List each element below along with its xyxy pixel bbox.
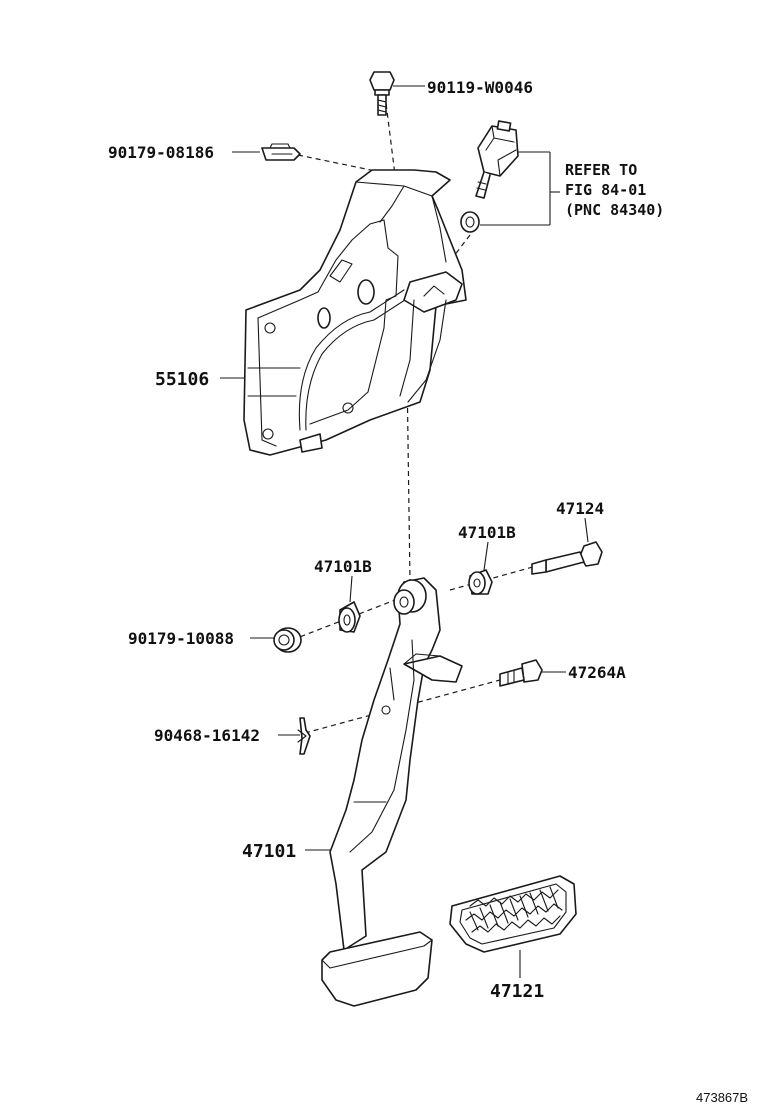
- pin-clip: [297, 717, 311, 755]
- label-stopper-bolt: 47264A: [568, 663, 626, 682]
- clip-nut: [261, 143, 301, 161]
- pivot-bolt: [531, 541, 603, 575]
- label-bolt-top: 90119-W0046: [427, 78, 533, 97]
- bushing-right: [468, 569, 493, 595]
- label-pin-clip: 90468-16142: [154, 726, 260, 745]
- label-bushing-right: 47101B: [458, 523, 516, 542]
- reference-line-2: FIG 84-01: [565, 181, 646, 199]
- stop-lamp-switch: [460, 120, 519, 233]
- leader-lines: [220, 85, 589, 978]
- label-bushing-left: 47101B: [314, 557, 372, 576]
- reference-line-1: REFER TO: [565, 161, 637, 179]
- label-pedal: 47101: [242, 841, 296, 862]
- pedal-arm: [321, 577, 463, 1007]
- label-clip-nut: 90179-08186: [108, 143, 214, 162]
- reference-line-3: (PNC 84340): [565, 201, 664, 219]
- pad-grip-pattern: [465, 886, 563, 933]
- pedal-bracket: [243, 169, 467, 456]
- part-labels: 90119-W0046 90179-08186 55106 47101B 471…: [108, 78, 626, 1002]
- label-bracket: 55106: [155, 369, 209, 390]
- pedal-pad: [449, 875, 577, 953]
- bolt-top: [369, 71, 395, 116]
- label-pad: 47121: [490, 981, 544, 1002]
- label-nut: 90179-10088: [128, 629, 234, 648]
- illustration-id: 473867B: [696, 1090, 748, 1105]
- label-pivot-bolt: 47124: [556, 499, 604, 518]
- nut: [273, 627, 302, 653]
- stopper-bolt: [499, 659, 543, 687]
- bushing-left: [338, 601, 361, 633]
- reference-note: REFER TO FIG 84-01 (PNC 84340): [565, 161, 664, 219]
